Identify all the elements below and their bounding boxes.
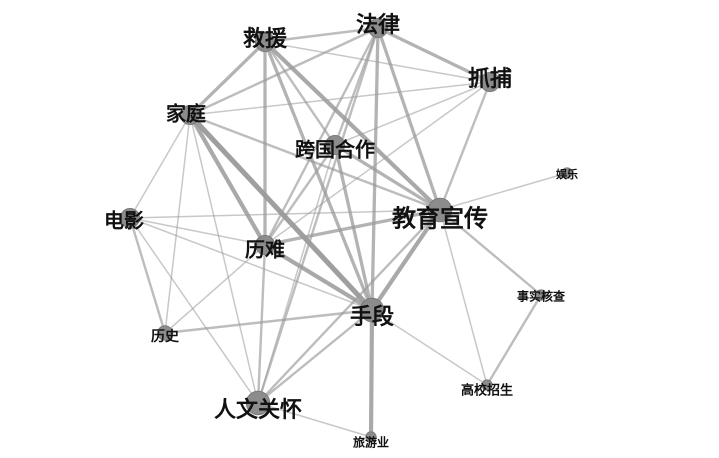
node-circle [367, 17, 388, 39]
edge-历难-人文关怀 [256, 244, 267, 404]
node-circle [535, 289, 547, 301]
edge-教育宣传-事实核查 [439, 209, 542, 296]
node-娱乐: 娱乐 [556, 167, 578, 181]
edge-教育宣传-手段 [370, 208, 442, 312]
node-circle [365, 431, 377, 443]
edge-历难-手段 [263, 243, 374, 312]
edge-电影-人文关怀 [129, 217, 259, 404]
node-label: 高校招生 [461, 383, 513, 399]
edge-手段-人文关怀 [257, 309, 373, 404]
node-label: 救援 [243, 26, 288, 52]
node-label: 教育宣传 [392, 204, 488, 233]
node-circle [561, 167, 573, 179]
edge-电影-历史 [128, 217, 167, 334]
node-法律: 法律 [356, 12, 400, 39]
edge-教育宣传-历难 [264, 208, 441, 247]
edge-手段-旅游业 [368, 309, 375, 438]
edge-教育宣传-高校招生 [439, 209, 488, 386]
node-label: 娱乐 [556, 167, 578, 181]
node-手段: 手段 [350, 297, 394, 330]
edge-法律-教育宣传 [376, 27, 442, 211]
edge-法律-人文关怀 [256, 27, 380, 404]
node-抓捕: 抓捕 [468, 66, 512, 93]
node-旅游业: 旅游业 [353, 431, 389, 450]
edge-电影-历难 [129, 217, 266, 246]
edge-家庭-历难 [188, 113, 267, 247]
node-label: 电影 [104, 209, 144, 233]
edge-教育宣传-人文关怀 [257, 209, 441, 404]
node-circle [120, 207, 141, 228]
node-历难: 历难 [245, 234, 285, 262]
node-circle [157, 325, 173, 341]
edge-救援-跨国合作 [264, 41, 336, 146]
node-跨国合作: 跨国合作 [295, 134, 375, 162]
node-circle [254, 234, 275, 255]
node-label: 旅游业 [353, 435, 389, 450]
edge-手段-高校招生 [371, 309, 488, 386]
edge-法律-历难 [263, 27, 380, 246]
edge-家庭-电影 [129, 114, 191, 219]
node-label: 人文关怀 [214, 397, 302, 423]
edge-抓捕-家庭 [189, 81, 491, 116]
edge-跨国合作-教育宣传 [334, 143, 441, 212]
edge-抓捕-历难 [264, 81, 491, 246]
node-电影: 电影 [104, 207, 144, 233]
node-circle [427, 197, 453, 223]
edge-教育宣传-娱乐 [439, 172, 568, 211]
edge-救援-法律 [264, 26, 379, 44]
edge-家庭-教育宣传 [189, 113, 441, 212]
edge-跨国合作-历难 [264, 144, 336, 246]
edge-家庭-历史 [164, 114, 191, 334]
node-label: 事实核查 [517, 289, 566, 304]
node-label: 手段 [350, 304, 394, 330]
node-circle [481, 379, 493, 391]
edge-救援-教育宣传 [263, 40, 442, 212]
edge-救援-手段 [263, 41, 374, 311]
edge-电影-手段 [129, 217, 373, 311]
node-label: 历难 [245, 238, 285, 262]
node-历史: 历史 [151, 325, 180, 345]
edge-法律-抓捕 [377, 26, 491, 84]
node-circle [245, 390, 271, 416]
edge-抓捕-教育宣传 [438, 81, 492, 211]
node-事实核查: 事实核查 [517, 289, 566, 304]
edge-家庭-人文关怀 [189, 114, 259, 404]
node-circle [359, 297, 385, 323]
edge-家庭-手段 [188, 113, 374, 312]
node-人文关怀: 人文关怀 [214, 390, 302, 423]
edge-电影-教育宣传 [129, 209, 441, 219]
edge-人文关怀-旅游业 [257, 402, 372, 438]
edge-跨国合作-人文关怀 [257, 144, 336, 404]
node-教育宣传: 教育宣传 [392, 197, 488, 233]
node-label: 历史 [151, 329, 180, 345]
node-label: 抓捕 [468, 66, 512, 92]
node-label: 法律 [356, 12, 400, 38]
edges-layer [128, 26, 568, 438]
edge-法律-家庭 [189, 26, 379, 117]
node-救援: 救援 [243, 26, 288, 53]
edge-事实核查-高校招生 [485, 294, 543, 386]
node-circle [254, 32, 275, 53]
node-circle [179, 105, 200, 126]
edge-抓捕-跨国合作 [334, 81, 491, 146]
node-高校招生: 高校招生 [461, 379, 513, 399]
node-家庭: 家庭 [166, 102, 206, 126]
edge-救援-家庭 [188, 40, 267, 117]
node-label: 家庭 [166, 102, 206, 126]
node-label: 跨国合作 [295, 138, 375, 162]
edge-历难-历史 [164, 244, 266, 334]
node-circle [324, 134, 345, 155]
node-circle [479, 72, 500, 93]
edge-手段-历史 [164, 308, 373, 335]
